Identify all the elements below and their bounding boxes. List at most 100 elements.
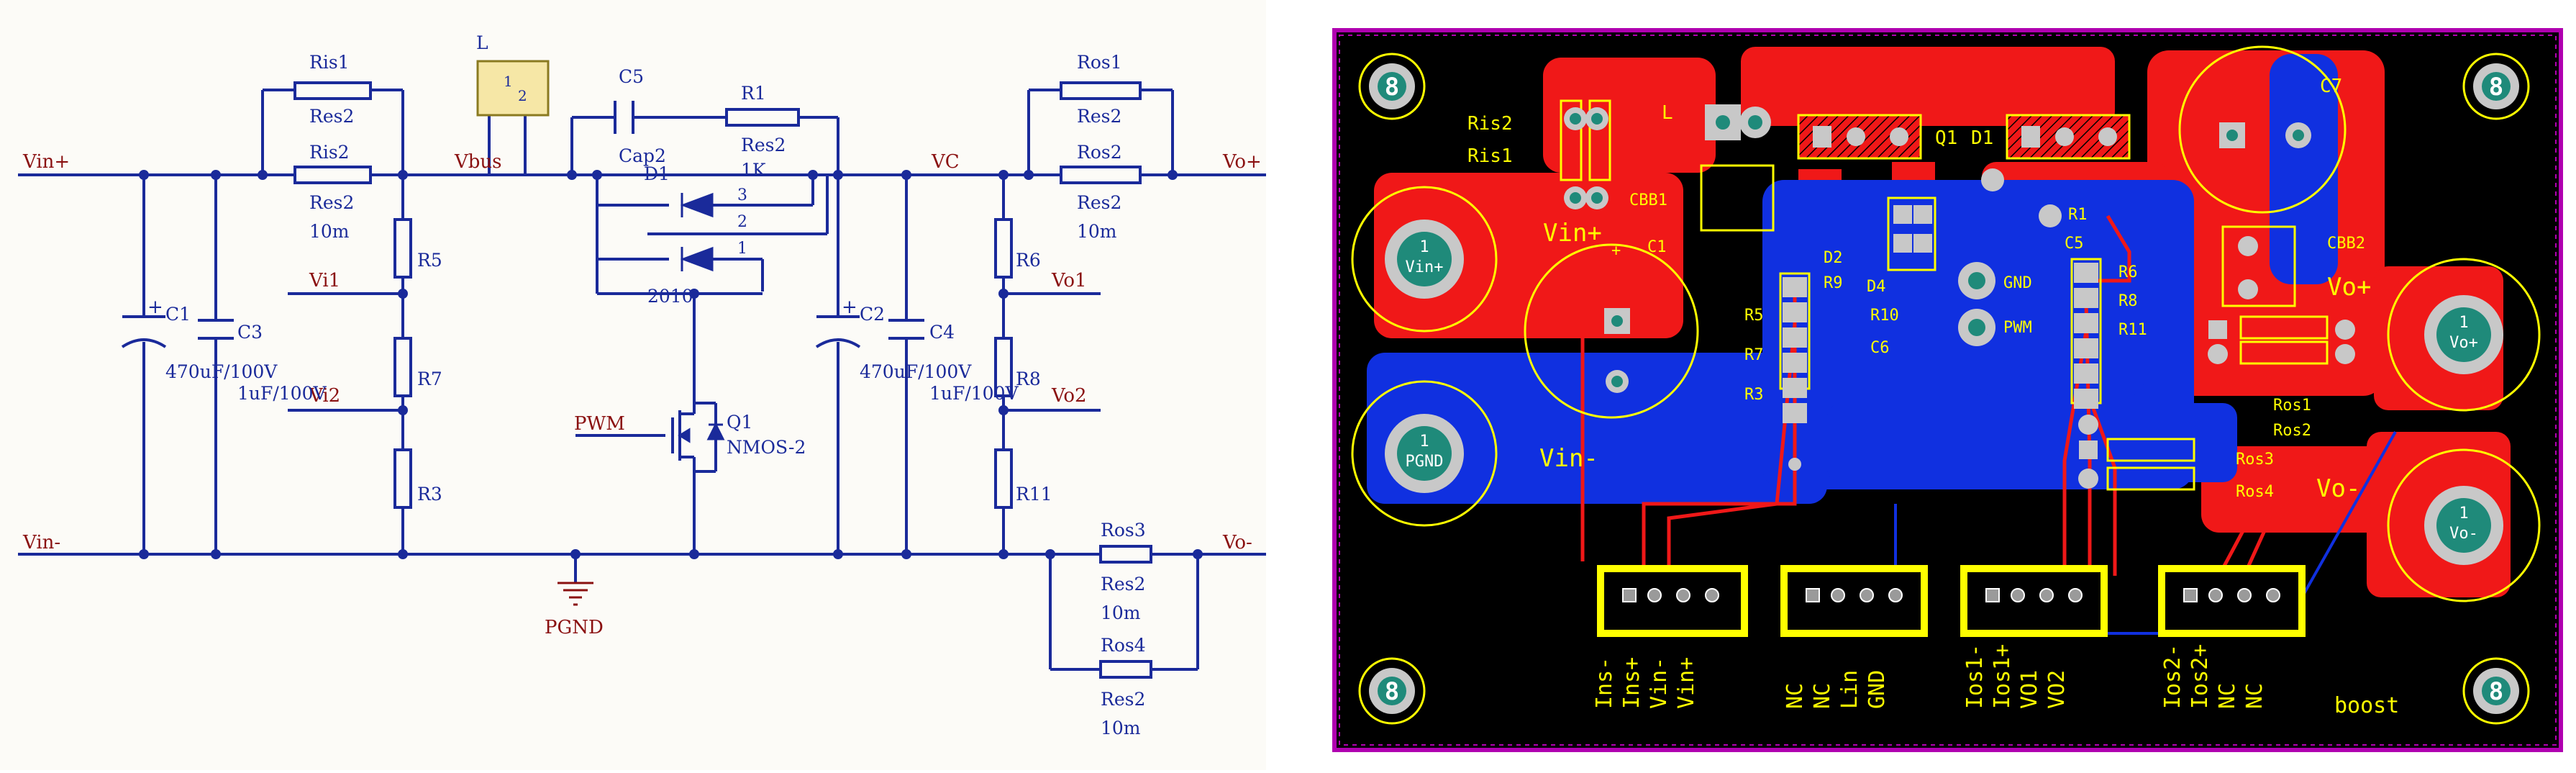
silk-label-r3: R3	[1744, 386, 1764, 404]
copper-inductor-in	[1543, 58, 1716, 173]
c3-label: C3	[237, 322, 263, 343]
r7-label: R7	[417, 369, 442, 389]
silk-cbb2	[2221, 225, 2296, 307]
ros2-label: Ros2	[1077, 142, 1122, 163]
silk-label-c6: C6	[1870, 339, 1890, 357]
hdr2-pin4: GND	[1865, 670, 1890, 709]
silk-label-r7: R7	[1744, 346, 1764, 364]
ros3-value: Res2	[1101, 574, 1145, 595]
header-pins	[1622, 588, 2280, 602]
silk-label-l: L	[1662, 102, 1673, 124]
pgnd-pad-num: 1	[1419, 433, 1429, 451]
silk-label-c5: C5	[2065, 235, 2084, 253]
d1-value: 2010	[647, 286, 693, 307]
silk-label-ris1: Ris1	[1467, 145, 1513, 167]
c4-label: C4	[929, 322, 955, 343]
pgnd-symbol	[557, 582, 593, 606]
silk-label-ros3: Ros3	[2236, 451, 2274, 469]
silk-d4	[1887, 196, 1936, 271]
silk-label-ros1: Ros1	[2273, 397, 2311, 415]
resistor-bodies	[293, 81, 1152, 679]
hdr3-pin2: Ios1+	[1990, 644, 2015, 709]
net-pwm: PWM	[574, 413, 625, 435]
hdr1-pin4: Vin+	[1674, 657, 1699, 709]
silk-c7	[2178, 45, 2347, 214]
silk-label-r8: R8	[2118, 292, 2138, 310]
c1-polarity: +	[147, 297, 163, 318]
hdr3-pin1: Ios1-	[1962, 644, 1988, 709]
silk-label-cbb2: CBB2	[2327, 235, 2365, 253]
ros4-value: Res2	[1101, 689, 1145, 710]
vo-plus-terminal: Vo+	[2449, 334, 2478, 352]
r11-label: R11	[1016, 484, 1052, 505]
d1-pin1: 1	[737, 240, 747, 258]
r3-body	[393, 448, 412, 509]
hdr3-pin4: VO2	[2044, 670, 2070, 709]
ros4-body	[1099, 660, 1152, 679]
header-4	[2158, 565, 2306, 637]
pcb-panel: 8 8 8 8 1 Vin+ 1 PGND 1 Vo+ 1 Vo-	[1266, 0, 2576, 770]
schematic-panel: Vin+ Vin- Vbus VC Vo+ Vo- Vi1 Vi2 Vo1 Vo…	[0, 0, 1266, 770]
silk-label-gnd: GND	[2003, 274, 2032, 292]
ris1-value: Res2	[309, 106, 354, 127]
silk-cbb1	[1700, 164, 1775, 232]
r11-body	[994, 448, 1013, 509]
copper-vbus	[1741, 47, 2115, 126]
hdr4-pin2: Ios2+	[2188, 644, 2213, 709]
hdr2-pin1: NC	[1783, 683, 1808, 709]
d1-pin3: 3	[737, 186, 747, 204]
vo-minus-terminal: Vo-	[2449, 525, 2478, 543]
c1-value: 470uF/100V	[165, 361, 278, 382]
silk-ros4	[2106, 466, 2195, 491]
ris2-value2: 10m	[309, 221, 350, 242]
c3-value: 1uF/100V	[237, 383, 327, 404]
pgnd-terminal: PGND	[1406, 453, 1444, 471]
mounting-holes	[1369, 63, 2519, 714]
r8-body	[994, 337, 1013, 397]
capacitor-plates	[121, 101, 924, 348]
c2-value: 470uF/100V	[860, 361, 972, 382]
r3-label: R3	[417, 484, 442, 505]
silkscreen-shapes	[1351, 45, 2541, 725]
hdr1-pin2: Ins+	[1619, 657, 1644, 709]
silk-c1	[1524, 243, 1699, 419]
net-vo-plus: Vo+	[1222, 151, 1262, 173]
ros1-value: Res2	[1077, 106, 1121, 127]
ros1-label: Ros1	[1077, 52, 1122, 73]
junction-dots	[139, 170, 1203, 559]
component-pads	[1564, 104, 2355, 489]
silk-ris2	[1560, 99, 1583, 181]
l-pin2: 2	[518, 87, 527, 104]
c5-label: C5	[619, 66, 644, 87]
r6-label: R6	[1016, 250, 1041, 271]
silk-label-r9: R9	[1824, 274, 1843, 292]
vin-plus-terminal: Vin+	[1406, 258, 1444, 276]
hdr2-pin3: Lin	[1837, 670, 1862, 709]
silk-label-c7: C7	[2320, 76, 2342, 97]
silk-label-r11: R11	[2118, 321, 2147, 339]
hole-label-tl: 8	[1385, 73, 1399, 101]
vo-minus-pad-num: 1	[2459, 505, 2468, 523]
silk-label-r1: R1	[2068, 206, 2088, 224]
ros4-label: Ros4	[1101, 635, 1146, 656]
copper-pgnd	[1367, 353, 1827, 504]
silk-label-c1: C1	[1647, 238, 1667, 256]
inductor-l-body	[476, 60, 550, 117]
r1-body	[725, 108, 800, 127]
l-label: L	[476, 32, 488, 53]
q1-label: Q1	[727, 412, 752, 433]
silk-label-plus: +	[1611, 242, 1621, 260]
d1-diodes	[678, 192, 725, 443]
silk-label-d2: D2	[1824, 249, 1843, 267]
net-vin-minus: Vin-	[22, 532, 60, 553]
header-3	[1960, 565, 2108, 637]
hdr4-pin1: Ios2-	[2160, 644, 2185, 709]
l-pin1: 1	[504, 73, 513, 90]
silk-label-vin-plus: Vin+	[1543, 219, 1602, 248]
net-vo-minus: Vo-	[1222, 532, 1252, 553]
ris1-label: Ris1	[309, 52, 350, 73]
ros2-value: Res2	[1077, 192, 1121, 213]
silk-label-r10: R10	[1870, 307, 1899, 325]
